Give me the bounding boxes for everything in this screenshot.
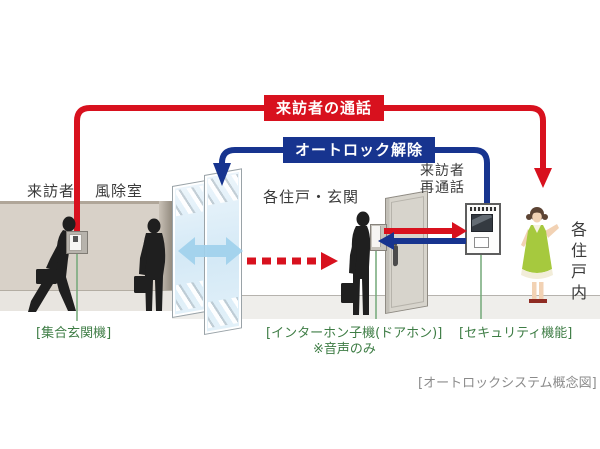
- entrance-station-device: [66, 231, 88, 254]
- recall-red-arrow-shaft: [384, 228, 454, 234]
- label-visitor: 来訪者: [27, 182, 76, 200]
- security-screen: [471, 214, 493, 232]
- security-slot: [474, 237, 489, 248]
- doorphone-face: [372, 226, 381, 247]
- recall-blue-arrow-shaft: [392, 238, 466, 244]
- label-door-intercom-note: ※音声のみ: [313, 342, 376, 357]
- label-inside-dwelling: 各住戸内: [568, 221, 587, 305]
- autolock-release-arrowhead-icon: [213, 163, 231, 186]
- label-security-function: [セキュリティ機能]: [459, 326, 573, 341]
- doorphone-device: [370, 224, 387, 251]
- label-visitor-recall: 来訪者 再通話: [420, 163, 465, 197]
- door-slide-arrow-icon: [178, 237, 243, 265]
- resident-woman-silhouette: [521, 207, 559, 303]
- entry-path-arrowhead-icon: [321, 252, 338, 270]
- label-dwelling-entrance: 各住戸・玄関: [263, 188, 360, 206]
- autolock-release-banner: オートロック解除: [283, 137, 436, 163]
- recall-blue-arrowhead-icon: [378, 232, 394, 250]
- diagram-caption: [オートロックシステム概念図]: [418, 376, 597, 391]
- label-door-intercom: [インターホン子機(ドアホン)]: [266, 326, 443, 341]
- visitor-waiting-silhouette: [134, 218, 166, 311]
- visitor-call-banner: 来訪者の通話: [264, 95, 385, 121]
- visitor-call-arrowhead-icon: [534, 168, 552, 188]
- label-visitor-recall-line1: 来訪者: [420, 163, 465, 179]
- entrance-station-face: [69, 234, 82, 251]
- visitor-walking-silhouette: [28, 216, 76, 312]
- security-intercom-device: [465, 203, 501, 255]
- entrance-station-screen: [73, 236, 78, 242]
- label-entrance-station: [集合玄関機]: [36, 326, 112, 341]
- label-visitor-recall-line2: 再通話: [420, 180, 465, 196]
- recall-red-arrowhead-icon: [452, 222, 467, 240]
- label-windbreak-room: 風除室: [95, 182, 144, 200]
- security-buttons: [470, 207, 496, 211]
- visitor-at-door-silhouette: [341, 211, 371, 315]
